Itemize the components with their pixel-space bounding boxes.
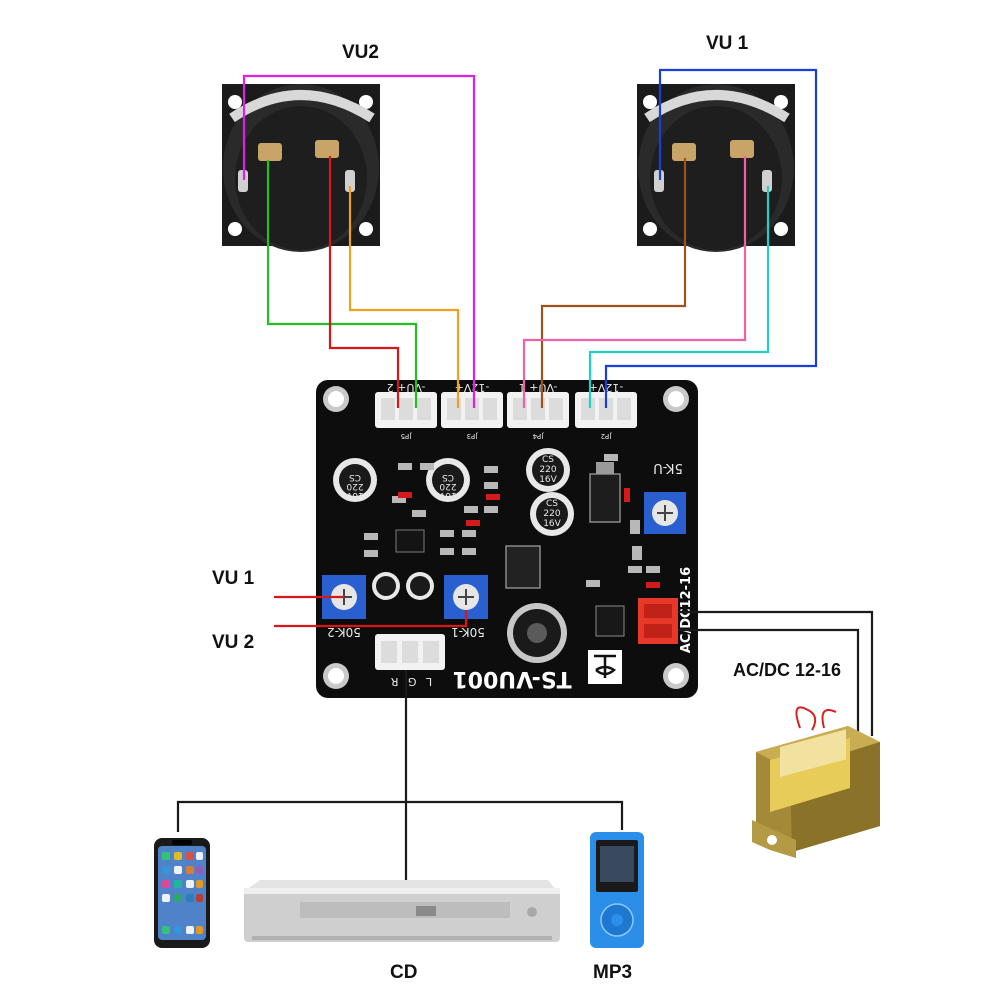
wire-red [328,156,400,408]
pot-left-silk: 50K-2 [327,625,361,639]
header-jp5 [375,392,437,428]
jp4-silk: -VU+ 1 [519,381,558,394]
capacitor-c3 [507,603,567,663]
wire-orange [348,186,460,408]
svg-text:220: 220 [439,481,456,491]
wire-cyan [588,186,770,408]
header-jp3 [441,392,503,428]
vu1-terminal-a [672,143,696,161]
vu2-meter [222,84,380,252]
vu2-terminal-a [258,143,282,161]
vu2-terminal-b [315,140,339,158]
wire-power-1 [678,610,874,736]
svg-text:16V: 16V [438,490,456,500]
wire-blue [604,68,818,408]
svg-text:CS: CS [542,455,554,465]
pot-right-silk: 50K-1 [451,625,485,639]
mp3-label: MP3 [593,962,632,983]
svg-text:CS: CS [442,472,454,482]
wire-pink [522,156,747,408]
mp3-player-icon [590,832,644,948]
capacitor-c6b [406,572,434,600]
wire-brown [540,158,687,408]
wire-green [266,160,418,408]
vu1-top-label: VU 1 [706,33,749,54]
capacitor-c4 [372,572,400,600]
transformer-icon [752,706,880,858]
vu1-input-label: VU 1 [212,568,255,589]
svg-text:16V: 16V [539,475,557,485]
wire-vu2-input [274,610,468,628]
board-name: TS-VU001 [452,666,571,691]
capacitor-c5: CS 220 16V [333,458,377,502]
jp3-name: JP3 [467,432,479,440]
svg-text:16V: 16V [543,519,561,529]
power-connector [638,598,678,644]
vu2-top-label: VU2 [342,42,379,63]
jp5-silk: -VU+ 2 [387,381,426,394]
svg-text:220: 220 [346,481,363,491]
wires [176,68,874,880]
svg-text:16V: 16V [345,490,363,500]
trim-5k-silk: 5K-U [653,460,683,475]
smartphone-icon [154,838,210,948]
smd-components [364,454,660,587]
jp4-name: JP4 [532,432,544,440]
power-label: AC/DC 12-16 [733,660,841,680]
vu1-meter [637,84,795,252]
diodes [398,488,660,588]
wire-power-2 [678,628,860,742]
regulator-u3 [505,545,541,589]
svg-text:220: 220 [543,509,560,519]
vu2-input-label: VU 2 [212,632,254,653]
cd-label: CD [390,962,417,983]
jp3-silk: -12V+ [455,381,490,394]
svg-text:220: 220 [539,465,556,475]
pcb-board: -VU+ 2 -12V+ -VU+ 1 -12V+ JP5 JP3 JP4 JP… [316,380,698,698]
regulator-u2 [589,462,621,523]
wire-audio-bus [176,670,624,880]
audio-input-connector [375,634,445,670]
cd-player-icon [244,880,560,942]
trim-pot-5k [644,492,686,534]
header-jp4 [507,392,569,428]
svg-text:CS: CS [349,472,361,482]
power-connector-silk: AC/DC12-16 [679,567,694,653]
jp2-name: JP2 [601,432,613,440]
audio-pins-silk: L G R [388,675,432,688]
ts-logo [588,650,622,684]
svg-text:CS: CS [546,499,558,509]
capacitor-c1: CS 220 16V [530,492,574,536]
ic-u1 [395,529,425,553]
wire-magenta [242,74,476,408]
capacitor-c2: CS 220 16V [526,448,570,492]
bridge-db1 [595,605,625,637]
vu1-terminal-b [730,140,754,158]
jp5-name: JP5 [401,432,413,440]
capacitor-c6: CS 220 16V [426,458,470,502]
